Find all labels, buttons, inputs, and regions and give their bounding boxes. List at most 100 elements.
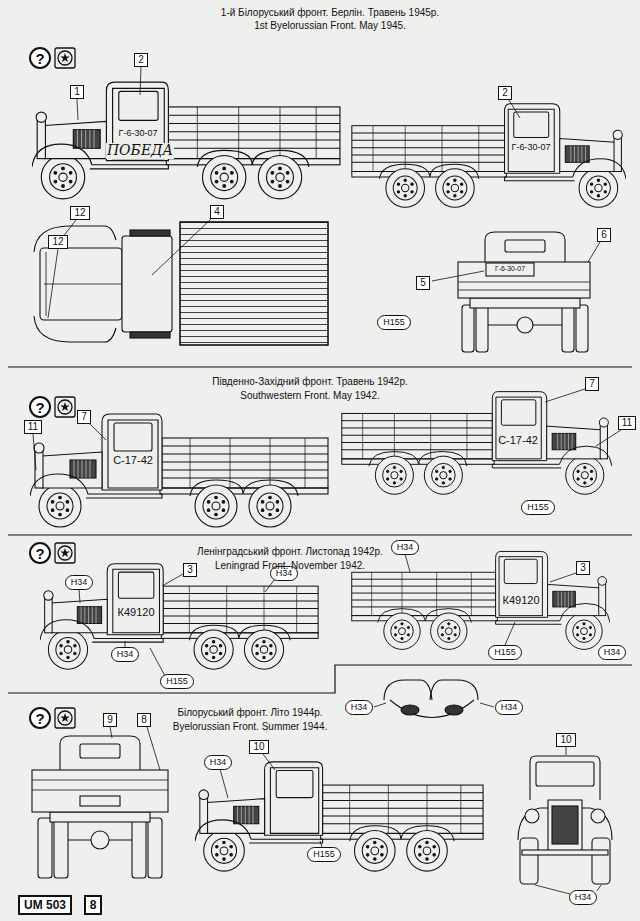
vehicle-marking: С-17-42 — [497, 434, 539, 446]
callout-text: 12 — [74, 207, 85, 218]
section-heading-text: 1-й Білоруський фронт. Берлін. Травень 1… — [221, 7, 439, 18]
section-subheading: Byelorussian Front. Summer 1944. — [173, 721, 328, 732]
paint-code-oval: H34 — [204, 755, 233, 770]
callout-text: 6 — [601, 229, 607, 240]
callout-text: H155 — [166, 676, 188, 686]
callout-text: 11 — [622, 417, 632, 428]
callout-text: 3 — [580, 562, 586, 573]
vehicle-marking-text: С-17-42 — [498, 434, 538, 446]
callout-text: 3 — [187, 564, 193, 575]
callout-number: 10 — [556, 733, 575, 747]
paint-code-oval: H34 — [111, 647, 140, 662]
callout-text: H34 — [397, 542, 414, 552]
truck-front-view — [518, 756, 612, 884]
callout-number: 11 — [618, 416, 636, 430]
vehicle-marking: Г-6-30-07 — [511, 143, 552, 153]
paint-code-oval: H34 — [391, 540, 420, 555]
callout-text: 5 — [420, 277, 426, 288]
callout-text: 11 — [28, 421, 38, 432]
section-subheading-text: 1st Byelorussian Front. May 1945. — [254, 20, 406, 31]
fender-detail — [384, 680, 478, 718]
paint-code-oval: H155 — [488, 645, 522, 660]
paint-code-oval: H34 — [598, 645, 627, 660]
leader-line — [33, 67, 621, 894]
callout-number: 12 — [70, 206, 89, 220]
callout-text: 8 — [90, 898, 97, 912]
callout-text: 10 — [253, 741, 264, 752]
vehicle-marking: Г-6-30-07 — [118, 129, 159, 139]
callout-text: H34 — [210, 757, 227, 767]
callout-text: 9 — [107, 714, 113, 725]
vehicle-marking-text: К49120 — [118, 606, 155, 618]
paint-code-oval: H155 — [307, 847, 341, 862]
callout-number: 3 — [576, 561, 590, 575]
truck-rear-view — [32, 736, 168, 878]
paint-code-oval: H155 — [377, 315, 411, 330]
paint-code-oval: H155 — [521, 500, 555, 515]
callout-text: H34 — [351, 702, 368, 712]
callout-text: 8 — [141, 714, 147, 725]
callout-number: 12 — [48, 235, 67, 249]
callout-text: H34 — [604, 647, 621, 657]
truck-side-view — [30, 82, 626, 871]
section-heading-text: Південно-Західний фронт. Травень 1942р. — [212, 376, 408, 387]
callout-number: 9 — [103, 713, 117, 727]
paint-code-oval: H34 — [569, 890, 598, 905]
callout-text: ? — [35, 399, 44, 416]
callout-number: 10 — [249, 740, 268, 754]
section-heading: Білоруський фронт. Літо 1944р. — [177, 707, 322, 718]
callout-text: H34 — [117, 649, 134, 659]
section-heading-text: Ленінградський фронт. Листопад 1942р. — [197, 546, 383, 557]
callout-number: 1 — [70, 85, 84, 99]
section-subheading-text: Byelorussian Front. Summer 1944. — [173, 721, 328, 732]
paint-code-oval: H34 — [345, 700, 374, 715]
callout-text: H155 — [527, 502, 549, 512]
section-heading: Ленінградський фронт. Листопад 1942р. — [197, 546, 383, 557]
callout-number: 11 — [24, 420, 42, 434]
vehicle-slogan: ПОБЕДА — [106, 143, 174, 158]
callout-text: 10 — [560, 734, 571, 745]
paint-code-oval: H155 — [160, 674, 194, 689]
callout-number: 3 — [183, 563, 197, 577]
callout-text: 4 — [214, 206, 220, 217]
callout-text: 2 — [138, 54, 144, 65]
callout-text: H34 — [501, 702, 518, 712]
callout-text: H155 — [383, 317, 405, 327]
callout-number: 7 — [77, 410, 91, 424]
callout-number: 4 — [210, 205, 224, 219]
callout-text: UM 503 — [24, 898, 66, 912]
vehicle-marking-text: К49120 — [503, 594, 540, 606]
section-subheading: 1st Byelorussian Front. May 1945. — [254, 20, 406, 31]
callout-number: 7 — [585, 377, 599, 391]
licence-plate-text: Г-6-30-07 — [495, 265, 525, 272]
vehicle-marking-text: С-17-42 — [113, 454, 153, 466]
vehicle-marking: К49120 — [502, 594, 541, 606]
callout-text: H155 — [313, 849, 335, 859]
help-icon: ? — [29, 542, 51, 564]
callout-number: 5 — [416, 276, 430, 290]
licence-plate: Г-6-30-07 — [494, 265, 526, 273]
callout-text: 2 — [502, 87, 508, 98]
callout-text: H155 — [494, 647, 516, 657]
callout-text: 7 — [81, 411, 87, 422]
paint-code-oval: H34 — [65, 575, 94, 590]
page-number-box: 8 — [84, 895, 103, 915]
paint-code-oval: H34 — [495, 700, 524, 715]
section-subheading: Southwestern Front. May 1942. — [240, 390, 380, 401]
callout-text: 1 — [74, 86, 80, 97]
callout-number: 2 — [498, 86, 512, 100]
callout-text: 12 — [52, 236, 63, 247]
section-heading: Південно-Західний фронт. Травень 1942р. — [212, 376, 408, 387]
vehicle-slogan-text: ПОБЕДА — [107, 142, 173, 158]
callout-number: 2 — [134, 53, 148, 67]
callout-text: 7 — [589, 378, 595, 389]
help-icon: ? — [29, 47, 51, 69]
truck-top-view — [34, 222, 328, 345]
callout-text: H34 — [575, 892, 592, 902]
section-heading: 1-й Білоруський фронт. Берлін. Травень 1… — [221, 7, 439, 18]
section-subheading-text: Leningrad Front. November 1942. — [215, 560, 365, 571]
page-number-box: UM 503 — [18, 895, 72, 915]
callout-number: 6 — [597, 228, 611, 242]
